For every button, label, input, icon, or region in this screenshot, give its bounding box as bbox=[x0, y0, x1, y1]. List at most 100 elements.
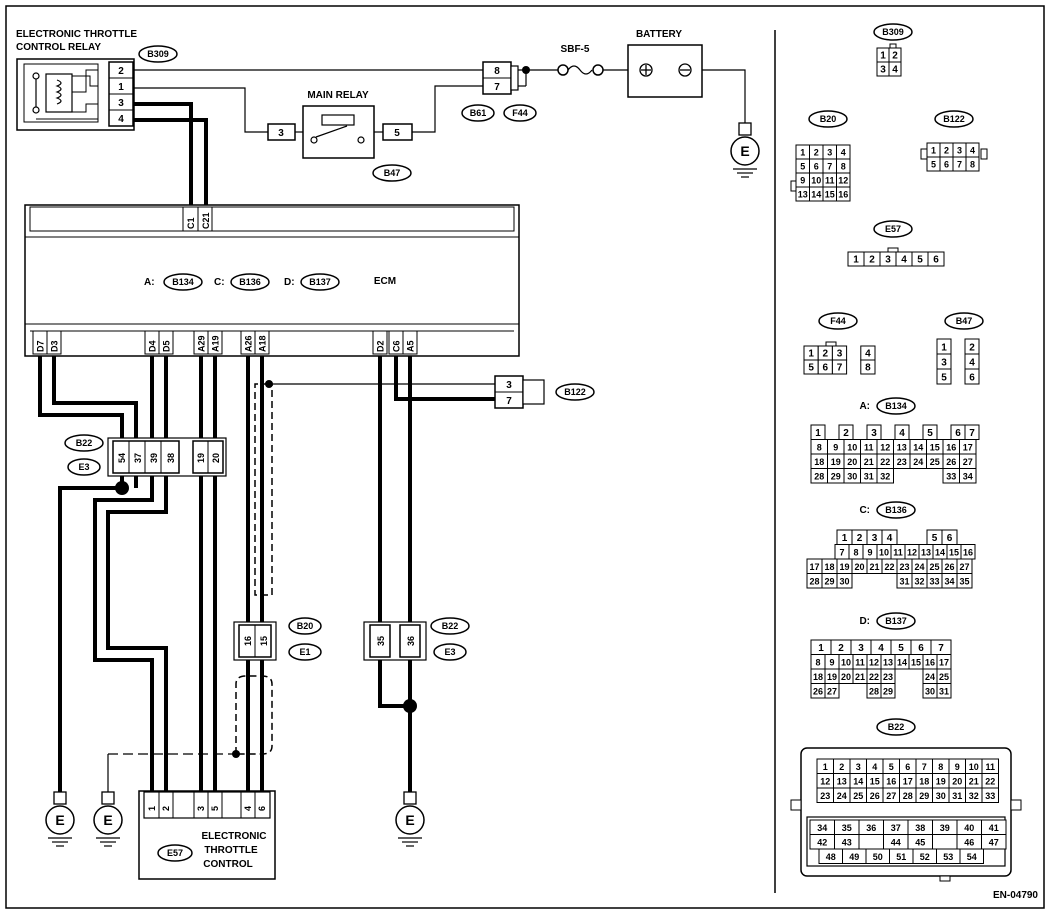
b20-pin: 15 bbox=[259, 636, 269, 646]
b22-legend-pin: 15 bbox=[870, 777, 880, 787]
ecm-conn-a-label: B134 bbox=[172, 277, 194, 287]
b134r-legend-pin: 29 bbox=[831, 472, 841, 482]
b309-legend-label: B309 bbox=[882, 27, 904, 37]
b136c-legend-pin: 32 bbox=[914, 577, 924, 587]
electronic-throttle-control bbox=[138, 790, 276, 880]
e57-legend-pin: 6 bbox=[933, 255, 939, 266]
battery bbox=[627, 44, 703, 98]
ecm-conn-d-badge: B137 bbox=[300, 273, 340, 291]
b47-legend-pin: 1 bbox=[941, 343, 947, 354]
b137b-legend-pin: 31 bbox=[939, 687, 949, 697]
b136b-legend-pin: 16 bbox=[963, 548, 973, 558]
b22-legend-pin: 6 bbox=[905, 762, 910, 772]
b122-legend-pin: 5 bbox=[931, 160, 936, 170]
b22b-legend-pin: 40 bbox=[964, 823, 974, 833]
b134r-legend-pin: 25 bbox=[930, 457, 940, 467]
f44-legend-label: F44 bbox=[830, 316, 846, 326]
b22-left-pin: 39 bbox=[149, 453, 159, 463]
b122-legend-pin: 3 bbox=[957, 146, 962, 156]
ecm-pin-label: D5 bbox=[162, 340, 172, 352]
b20-legend-pin: 12 bbox=[838, 176, 848, 186]
b134r-legend-pin: 20 bbox=[847, 457, 857, 467]
ecm-pin-label: A5 bbox=[406, 340, 416, 352]
b136c-legend-pin: 31 bbox=[899, 577, 909, 587]
b122-connector: 3 7 bbox=[494, 375, 545, 409]
b137b-legend-pin: 25 bbox=[939, 672, 949, 682]
b136c-legend-pin: 33 bbox=[929, 577, 939, 587]
ground-symbol: E bbox=[730, 122, 760, 178]
b20-legend-pin: 16 bbox=[838, 190, 848, 200]
b134r-legend-pin: 12 bbox=[880, 443, 890, 453]
b20-badge: B20 bbox=[288, 617, 322, 635]
b134r-legend-pin: 33 bbox=[946, 472, 956, 482]
b137-legend-pin: 4 bbox=[878, 643, 884, 654]
ecm-pin-label: A26 bbox=[244, 335, 254, 352]
joint-connector-top: 8 7 bbox=[482, 61, 519, 95]
b137b-legend-pin: 16 bbox=[925, 658, 935, 668]
fuse-terminal-left bbox=[557, 64, 569, 76]
joint-b20 bbox=[233, 621, 277, 661]
ground-label: E bbox=[740, 143, 749, 159]
b47-legend-pin: 3 bbox=[941, 358, 947, 369]
b136b-legend-pin: 12 bbox=[907, 548, 917, 558]
b22-legend-pin: 4 bbox=[872, 762, 877, 772]
etc-pin: 6 bbox=[257, 806, 267, 811]
e3-right-label: E3 bbox=[444, 647, 455, 657]
b22b-legend-pin: 42 bbox=[817, 838, 827, 848]
b136c-legend-pin: 30 bbox=[839, 577, 849, 587]
b136c-legend-pin: 35 bbox=[959, 577, 969, 587]
ground-label: E bbox=[405, 812, 414, 828]
b137b-legend-pin: 24 bbox=[925, 672, 935, 682]
fuse-terminal-right bbox=[592, 64, 604, 76]
b134r-legend-pin: 27 bbox=[963, 457, 973, 467]
b122-legend-label: B122 bbox=[943, 114, 965, 124]
e1-label: E1 bbox=[299, 647, 310, 657]
e57-legend-label: E57 bbox=[885, 224, 901, 234]
b22c-legend-pin: 51 bbox=[896, 852, 906, 862]
e57-legend-pin: 2 bbox=[869, 255, 875, 266]
ground-symbol: E bbox=[395, 791, 425, 847]
b137b-legend-pin: 14 bbox=[897, 658, 907, 668]
f44-legend-pin: 4 bbox=[865, 349, 871, 360]
b134r-legend-pin: 31 bbox=[864, 472, 874, 482]
b22-legend-pin: 11 bbox=[985, 762, 995, 772]
b22-legend-pin: 26 bbox=[870, 791, 880, 801]
joint-b22-right bbox=[363, 621, 427, 661]
b122-legend-pin: 8 bbox=[970, 160, 975, 170]
ecm-conn-c-prefix: C: bbox=[214, 277, 225, 288]
b22c-legend-pin: 50 bbox=[873, 852, 883, 862]
b136c-legend-pin: 23 bbox=[899, 562, 909, 572]
ecm-pin-cell bbox=[372, 330, 388, 355]
b134r-legend-pin: 28 bbox=[814, 472, 824, 482]
joint-f44-label: F44 bbox=[512, 108, 528, 118]
b137-legend-label: B137 bbox=[885, 616, 907, 626]
f44-legend-pin: 6 bbox=[823, 363, 829, 374]
b136c-legend-pin: 25 bbox=[929, 562, 939, 572]
etc-title-line1: ELECTRONIC bbox=[202, 831, 267, 842]
b134r-legend-pin: 30 bbox=[847, 472, 857, 482]
b20-label: B20 bbox=[297, 621, 314, 631]
b122-pin: 7 bbox=[506, 396, 512, 407]
b134-legend-pin: 4 bbox=[899, 428, 905, 439]
b22-left-pin: 54 bbox=[117, 453, 127, 463]
b134r-legend-pin: 19 bbox=[831, 457, 841, 467]
b137b-legend-pin: 8 bbox=[815, 658, 820, 668]
ground-symbol: E bbox=[93, 791, 123, 847]
b136c-legend-pin: 29 bbox=[824, 577, 834, 587]
b136-legend-badge: C:B136 bbox=[859, 501, 916, 519]
b47-legend-pin: 2 bbox=[969, 343, 975, 354]
b137b-legend-pin: 27 bbox=[827, 687, 837, 697]
etc-title-line3: CONTROL bbox=[203, 859, 252, 870]
ecm-module bbox=[24, 204, 520, 357]
ecm-pin-label: D3 bbox=[50, 340, 60, 352]
ecm-pin-cell bbox=[254, 330, 270, 355]
b134-legend-pin: 5 bbox=[927, 428, 933, 439]
